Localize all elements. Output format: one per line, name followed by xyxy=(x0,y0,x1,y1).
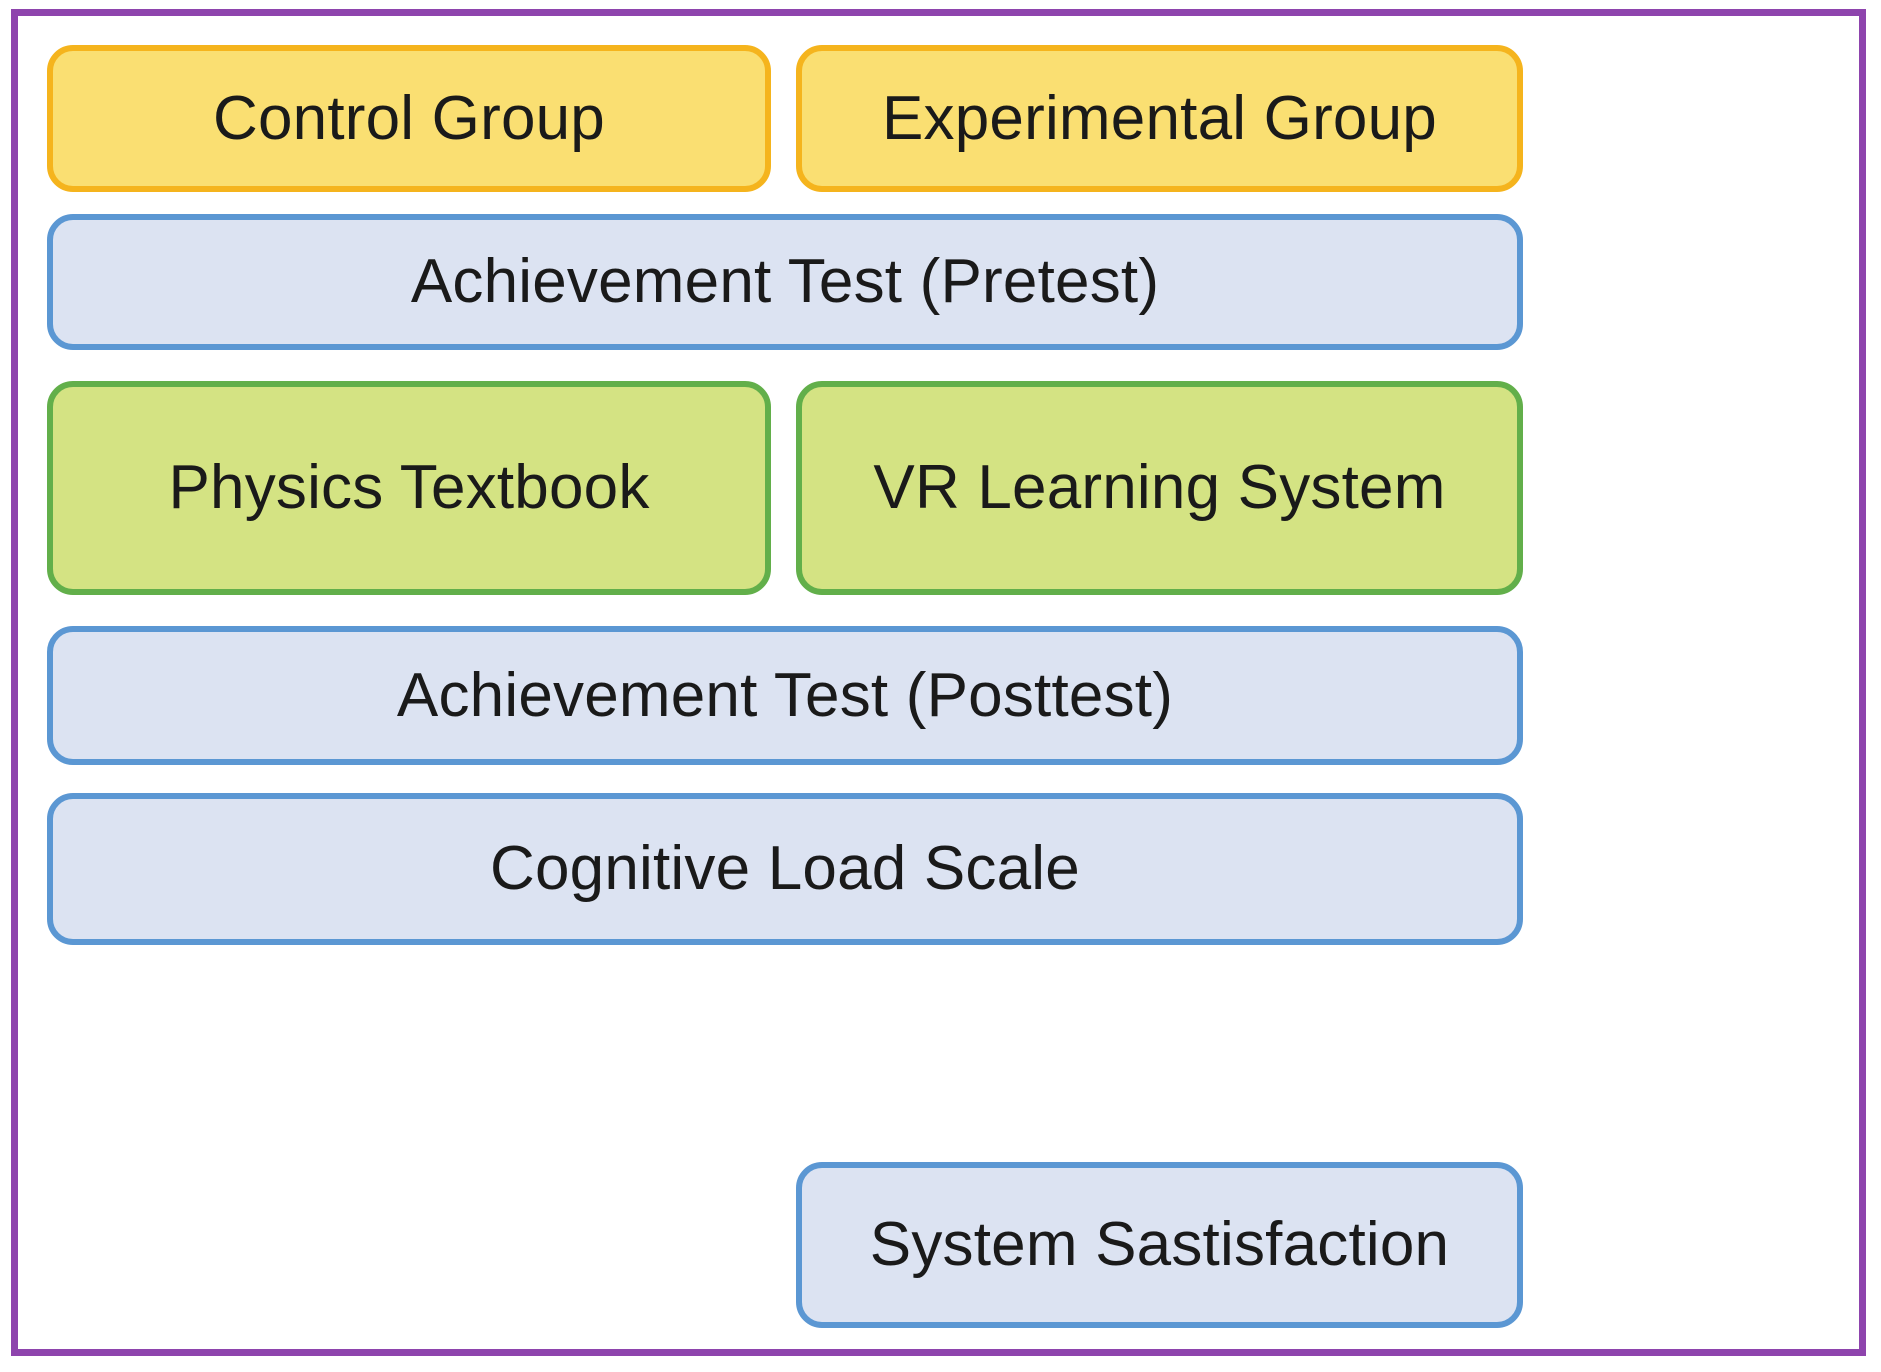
box-physics-textbook[interactable]: Physics Textbook xyxy=(47,381,771,595)
box-experimental-group[interactable]: Experimental Group xyxy=(796,45,1523,192)
box-vr-learning-system-label: VR Learning System xyxy=(873,453,1446,523)
diagram-grid: Control Group Experimental Group Achieve… xyxy=(18,16,1859,1349)
box-achievement-test-pretest-label: Achievement Test (Pretest) xyxy=(410,247,1160,317)
box-experimental-group-label: Experimental Group xyxy=(882,83,1437,153)
box-achievement-test-pretest[interactable]: Achievement Test (Pretest) xyxy=(47,214,1523,350)
box-cognitive-load-scale[interactable]: Cognitive Load Scale xyxy=(47,793,1523,945)
box-achievement-test-posttest-label: Achievement Test (Posttest) xyxy=(396,660,1174,730)
box-control-group[interactable]: Control Group xyxy=(47,45,771,192)
box-cognitive-load-scale-label: Cognitive Load Scale xyxy=(490,834,1080,904)
box-physics-textbook-label: Physics Textbook xyxy=(168,453,650,523)
box-system-satisfaction[interactable]: System Sastisfaction xyxy=(796,1162,1523,1328)
diagram-outer-frame: Control Group Experimental Group Achieve… xyxy=(11,9,1866,1356)
box-achievement-test-posttest[interactable]: Achievement Test (Posttest) xyxy=(47,626,1523,765)
box-control-group-label: Control Group xyxy=(212,83,605,153)
box-system-satisfaction-label: System Sastisfaction xyxy=(869,1210,1450,1280)
box-vr-learning-system[interactable]: VR Learning System xyxy=(796,381,1523,595)
